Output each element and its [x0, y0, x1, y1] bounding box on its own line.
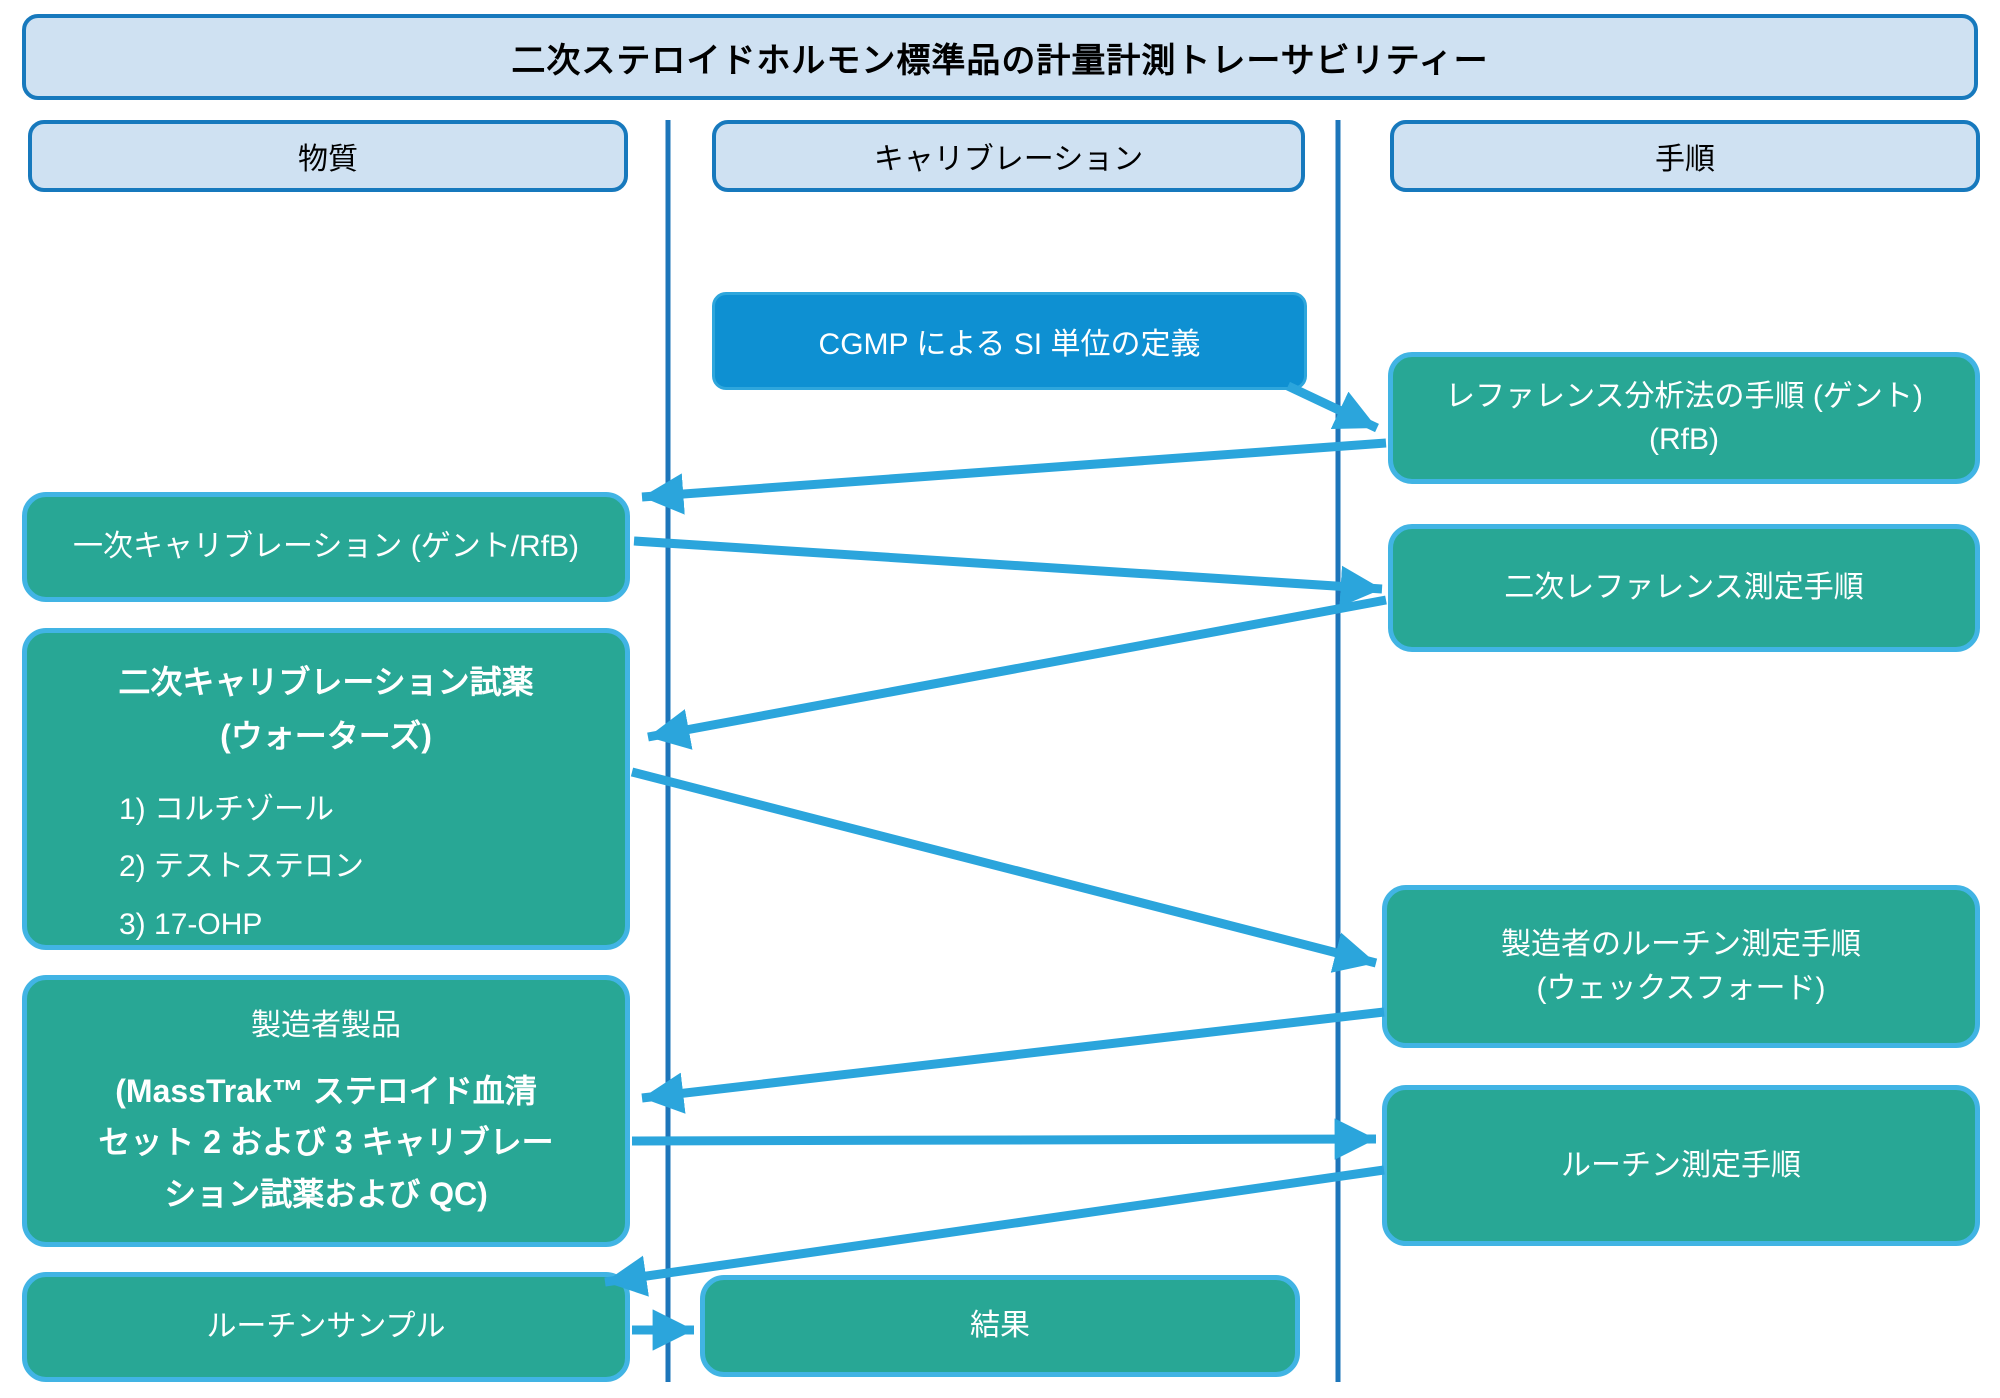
node-manufacturer-product-detail: (MassTrak™ ステロイド血清 セット 2 および 3 キャリブレー ショ…: [98, 1066, 553, 1221]
node-manufacturer-routine-line1: 製造者のルーチン測定手順: [1501, 928, 1861, 961]
node-primary-calibration-label: 一次キャリブレーション (ゲント/RfB): [72, 530, 580, 564]
arrow-reference-method-to-primary-calibration: [641, 438, 1387, 515]
diagram-title-text: 二次ステロイドホルモン標準品の計量計測トレーサビリティー: [511, 41, 1489, 80]
calibrator-item-17ohp: 3) 17-OHP: [119, 907, 263, 941]
column-header-substance: 物質: [28, 120, 628, 192]
column-header-procedure: 手順: [1390, 120, 1980, 192]
arrow-secondary-calibrator-to-manufacturer-routine: [630, 767, 1378, 973]
arrow-primary-calibration-to-secondary-reference: [633, 536, 1383, 608]
calibrator-item-testosterone: 2) テストステロン: [119, 850, 365, 884]
node-manufacturer-routine: 製造者のルーチン測定手順 (ウェックスフォード): [1382, 885, 1980, 1048]
node-secondary-calibrator-title: 二次キャリブレーション試薬: [118, 664, 534, 700]
product-detail-line3: ション試薬および QC): [164, 1176, 488, 1213]
node-results-label: 結果: [970, 1309, 1030, 1343]
node-secondary-reference-label: 二次レファレンス測定手順: [1504, 571, 1864, 605]
node-manufacturer-product-title: 製造者製品: [251, 1009, 401, 1042]
arrow-routine-procedure-to-routine-samples: [604, 1165, 1385, 1297]
node-secondary-reference: 二次レファレンス測定手順: [1388, 524, 1980, 652]
arrow-secondary-reference-to-secondary-calibrator: [647, 595, 1387, 750]
node-secondary-calibrator: 二次キャリブレーション試薬 (ウォーターズ) 1) コルチゾール 2) テストス…: [22, 628, 630, 950]
column-header-procedure-label: 手順: [1655, 143, 1715, 176]
column-header-calibration: キャリブレーション: [712, 120, 1305, 192]
column-header-calibration-label: キャリブレーション: [873, 143, 1144, 176]
diagram-title: 二次ステロイドホルモン標準品の計量計測トレーサビリティー: [22, 14, 1978, 100]
product-detail-line2: セット 2 および 3 キャリブレー: [98, 1124, 554, 1161]
node-reference-method-line1: レファレンス分析法の手順 (ゲント): [1445, 379, 1923, 413]
calibrator-item-cortisol: 1) コルチゾール: [119, 792, 335, 826]
node-manufacturer-routine-line2: (ウェックスフォード): [1536, 971, 1826, 1005]
node-routine-procedure-label: ルーチン測定手順: [1561, 1148, 1801, 1182]
node-routine-samples-label: ルーチンサンプル: [206, 1310, 446, 1344]
arrow-cgmp-to-reference-method: [1286, 381, 1379, 433]
node-manufacturer-product: 製造者製品 (MassTrak™ ステロイド血清 セット 2 および 3 キャリ…: [22, 975, 630, 1247]
node-cgmp-si-definition: CGMP による SI 単位の定義: [712, 292, 1307, 390]
arrow-manufacturer-product-to-routine-procedure: [631, 1118, 1377, 1160]
arrow-manufacturer-routine-to-manufacturer-product: [641, 1007, 1385, 1114]
node-results: 結果: [700, 1275, 1300, 1377]
node-reference-method-line2: (RfB): [1649, 423, 1719, 456]
node-reference-method: レファレンス分析法の手順 (ゲント) (RfB): [1388, 352, 1980, 484]
column-header-substance-label: 物質: [298, 143, 358, 176]
product-detail-line1: (MassTrak™ ステロイド血清: [115, 1072, 537, 1109]
node-primary-calibration: 一次キャリブレーション (ゲント/RfB): [22, 492, 630, 602]
node-routine-samples: ルーチンサンプル: [22, 1272, 630, 1382]
node-secondary-calibrator-list: 1) コルチゾール 2) テストステロン 3) 17-OHP: [27, 774, 625, 961]
node-secondary-calibrator-subtitle: (ウォーターズ): [220, 718, 432, 755]
node-cgmp-si-definition-label: CGMP による SI 単位の定義: [818, 328, 1201, 361]
node-routine-procedure: ルーチン測定手順: [1382, 1085, 1980, 1246]
